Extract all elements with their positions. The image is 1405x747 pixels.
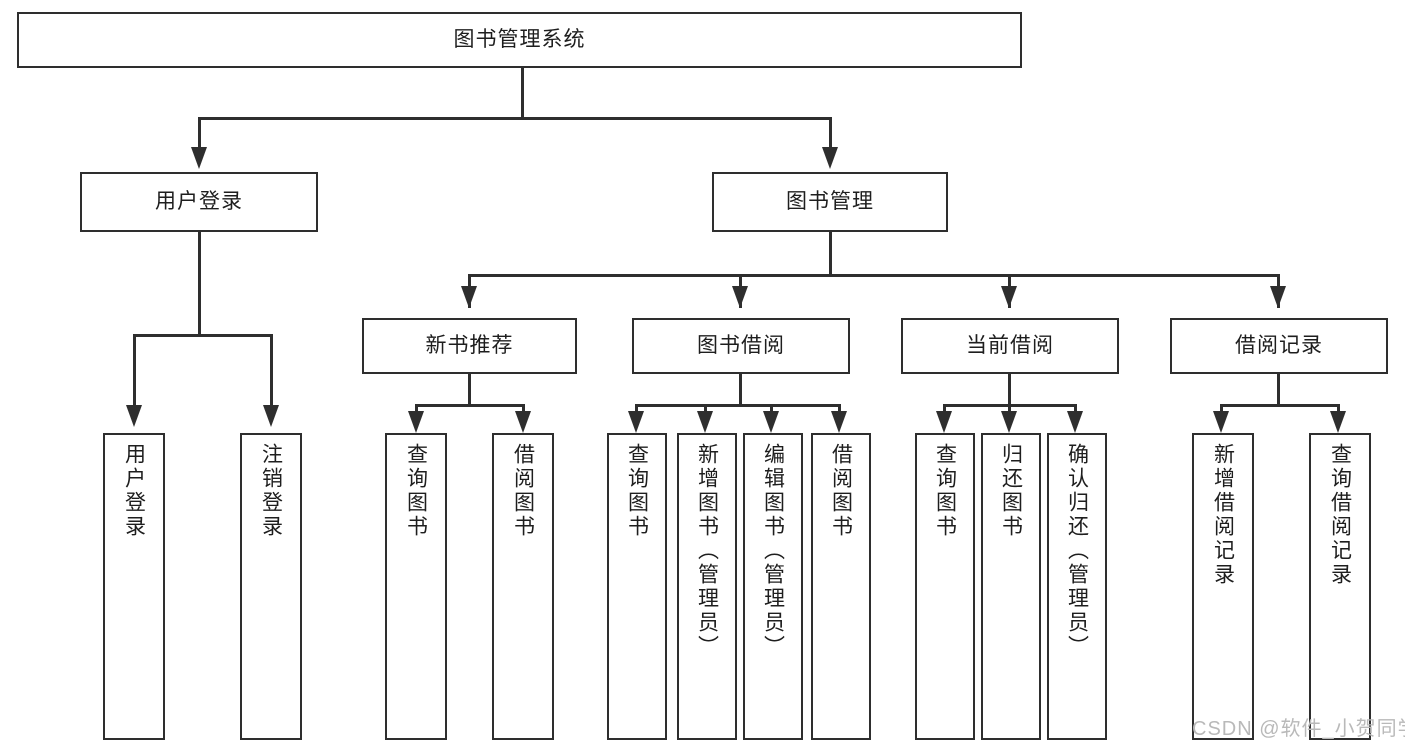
node-book-borrow[interactable]: 图书借阅 xyxy=(632,318,850,374)
leaf-borrow-book[interactable]: 借阅图书 xyxy=(811,433,871,740)
arrowhead-borrowrecord-2 xyxy=(1330,411,1346,433)
connector-root-stem xyxy=(521,68,524,117)
connector-borrowrecord-stem xyxy=(1277,374,1280,406)
arrowhead-newbook-2 xyxy=(515,411,531,433)
arrowhead-level3-3 xyxy=(1001,286,1017,308)
connector-currentborrow-stem xyxy=(1008,374,1011,406)
node-book-management[interactable]: 图书管理 xyxy=(712,172,948,232)
leaf-add-book-admin[interactable]: 新增图书（管理员） xyxy=(677,433,737,740)
arrowhead-currentborrow-2 xyxy=(1001,411,1017,433)
arrowhead-level3-1 xyxy=(461,286,477,308)
leaf-label: 归还图书 xyxy=(999,443,1023,539)
leaf-query-borrow-record[interactable]: 查询借阅记录 xyxy=(1309,433,1371,740)
leaf-label: 查询图书 xyxy=(625,443,649,539)
leaf-query-book-borrow[interactable]: 查询图书 xyxy=(607,433,667,740)
node-user-login[interactable]: 用户登录 xyxy=(80,172,318,232)
connector-level2-drop-left xyxy=(198,117,201,149)
connector-borrowrecord-bus xyxy=(1220,404,1340,407)
arrowhead-level3-4 xyxy=(1270,286,1286,308)
node-root-system[interactable]: 图书管理系统 xyxy=(17,12,1022,68)
arrowhead-newbook-1 xyxy=(408,411,424,433)
leaf-label: 查询图书 xyxy=(933,443,957,539)
node-label: 图书管理系统 xyxy=(453,27,586,51)
node-label: 当前借阅 xyxy=(966,333,1054,357)
leaf-label: 确认归还（管理员） xyxy=(1065,443,1089,659)
arrowhead-level2-right xyxy=(822,147,838,169)
leaf-return-book[interactable]: 归还图书 xyxy=(981,433,1041,740)
connector-bookmgmt-stem xyxy=(829,232,832,276)
leaf-label: 编辑图书（管理员） xyxy=(761,443,785,659)
node-label: 用户登录 xyxy=(155,189,243,213)
node-current-borrow[interactable]: 当前借阅 xyxy=(901,318,1119,374)
node-label: 图书管理 xyxy=(786,189,874,213)
connector-level2-bus xyxy=(198,117,832,120)
connector-newbook-bus xyxy=(415,404,525,407)
connector-bookborrow-bus xyxy=(635,404,840,407)
arrowhead-bookborrow-4 xyxy=(831,411,847,433)
leaf-label: 新增借阅记录 xyxy=(1211,443,1235,587)
arrowhead-level2-left xyxy=(191,147,207,169)
leaf-logout[interactable]: 注销登录 xyxy=(240,433,302,740)
connector-userlogin-drop-1 xyxy=(133,334,136,407)
arrowhead-currentborrow-3 xyxy=(1067,411,1083,433)
node-new-book-recommend[interactable]: 新书推荐 xyxy=(362,318,577,374)
leaf-borrow-book-newbook[interactable]: 借阅图书 xyxy=(492,433,554,740)
connector-userlogin-drop-2 xyxy=(270,334,273,407)
arrowhead-currentborrow-1 xyxy=(936,411,952,433)
leaf-label: 借阅图书 xyxy=(829,443,853,539)
arrowhead-bookborrow-1 xyxy=(628,411,644,433)
leaf-label: 用户登录 xyxy=(122,443,146,539)
leaf-confirm-return-admin[interactable]: 确认归还（管理员） xyxy=(1047,433,1107,740)
connector-level3-bus xyxy=(468,274,1280,277)
leaf-query-book-newbook[interactable]: 查询图书 xyxy=(385,433,447,740)
watermark-text: CSDN @软件_小贺同学 xyxy=(1192,718,1405,740)
leaf-add-borrow-record[interactable]: 新增借阅记录 xyxy=(1192,433,1254,740)
leaf-label: 借阅图书 xyxy=(511,443,535,539)
arrowhead-bookborrow-2 xyxy=(697,411,713,433)
leaf-user-login[interactable]: 用户登录 xyxy=(103,433,165,740)
connector-userlogin-bus xyxy=(133,334,273,337)
arrowhead-userlogin-2 xyxy=(263,405,279,427)
arrowhead-userlogin-1 xyxy=(126,405,142,427)
leaf-edit-book-admin[interactable]: 编辑图书（管理员） xyxy=(743,433,803,740)
node-borrow-record[interactable]: 借阅记录 xyxy=(1170,318,1388,374)
leaf-label: 查询图书 xyxy=(404,443,428,539)
node-label: 新书推荐 xyxy=(425,333,514,357)
node-label: 图书借阅 xyxy=(697,333,785,357)
leaf-label: 查询借阅记录 xyxy=(1328,443,1352,587)
arrowhead-bookborrow-3 xyxy=(763,411,779,433)
connector-newbook-stem xyxy=(468,374,471,406)
arrowhead-level3-2 xyxy=(732,286,748,308)
connector-bookborrow-stem xyxy=(739,374,742,406)
node-label: 借阅记录 xyxy=(1235,333,1323,357)
connector-userlogin-stem xyxy=(198,232,201,336)
leaf-label: 新增图书（管理员） xyxy=(695,443,719,659)
connector-level2-drop-right xyxy=(829,117,832,149)
leaf-query-book-current[interactable]: 查询图书 xyxy=(915,433,975,740)
leaf-label: 注销登录 xyxy=(259,443,283,539)
arrowhead-borrowrecord-1 xyxy=(1213,411,1229,433)
